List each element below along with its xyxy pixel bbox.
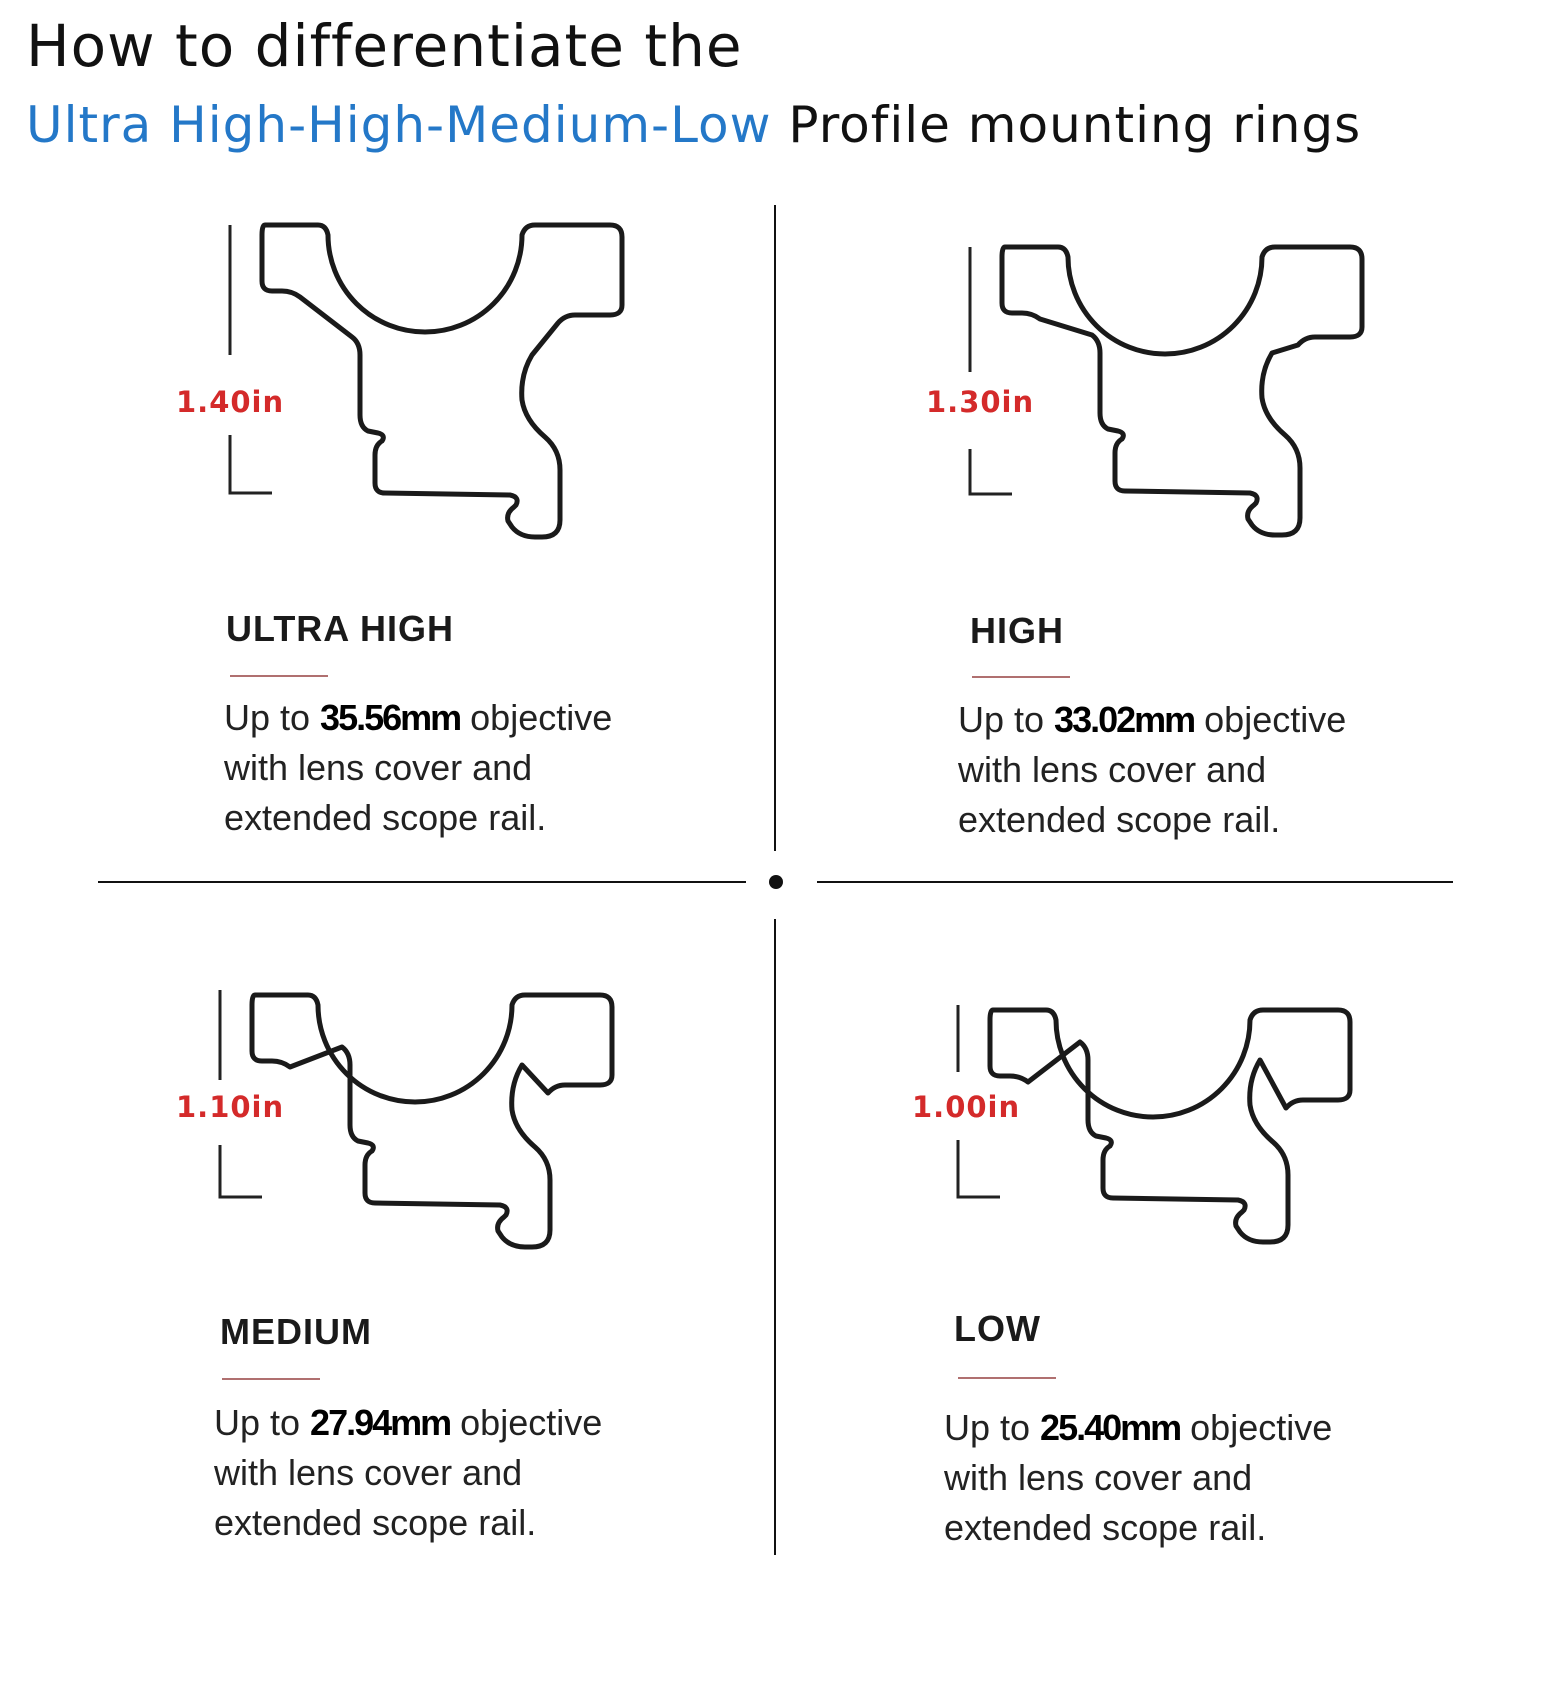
height-measurement: 1.00in	[912, 1090, 1021, 1124]
description-line-2: with lens cover and	[214, 1452, 523, 1493]
ring-outline	[987, 1007, 1353, 1245]
description-line-3: extended scope rail.	[224, 797, 547, 838]
profile-panel-low: 1.00in LOW Up to 25.40mm objective with …	[898, 1000, 1568, 1700]
description-line-1: Up to 35.56mm objective	[224, 697, 613, 738]
profile-name: MEDIUM	[220, 1311, 372, 1352]
vertical-divider-top	[774, 205, 776, 851]
page-subtitle: Ultra High-High-Medium-Low Profile mount…	[26, 96, 1361, 154]
center-dot	[769, 875, 783, 889]
description-line-2: with lens cover and	[224, 747, 533, 788]
objective-size: 27.94mm	[310, 1402, 452, 1443]
subtitle-rest: Profile mounting rings	[771, 96, 1362, 154]
description-line-3: extended scope rail.	[944, 1507, 1267, 1548]
mount-ring-profile-diagram	[228, 222, 625, 540]
name-underline	[958, 1377, 1056, 1379]
horizontal-divider-left	[98, 881, 746, 883]
profile-description: Up to 33.02mm objective with lens cover …	[958, 695, 1346, 845]
height-dimension-line-bottom	[956, 1140, 1000, 1199]
profile-description: Up to 25.40mm objective with lens cover …	[944, 1403, 1332, 1553]
objective-size: 33.02mm	[1054, 699, 1196, 740]
description-line-2: with lens cover and	[944, 1457, 1253, 1498]
height-dimension-line-bottom	[228, 435, 272, 495]
profile-description: Up to 27.94mm objective with lens cover …	[214, 1398, 602, 1548]
mount-ring-profile-diagram	[968, 244, 1365, 538]
profile-panel-medium: 1.10in MEDIUM Up to 27.94mm objective wi…	[160, 985, 860, 1685]
vertical-divider-bottom	[774, 919, 776, 1555]
objective-size: 25.40mm	[1040, 1407, 1182, 1448]
description-line-1: Up to 33.02mm objective	[958, 699, 1347, 740]
height-measurement: 1.30in	[926, 385, 1035, 419]
profile-name: ULTRA HIGH	[226, 608, 454, 649]
horizontal-divider-right	[817, 881, 1453, 883]
name-underline	[222, 1378, 320, 1380]
mount-ring-profile-diagram	[218, 990, 615, 1250]
height-measurement: 1.10in	[176, 1090, 285, 1124]
description-line-1: Up to 25.40mm objective	[944, 1407, 1333, 1448]
ring-outline	[249, 992, 615, 1250]
profile-panel-ultra-high: 1.40in ULTRA HIGH Up to 35.56mm objectiv…	[170, 215, 870, 915]
mount-ring-profile-diagram	[956, 1005, 1353, 1245]
profile-panel-high: 1.30in HIGH Up to 33.02mm objective with…	[910, 237, 1568, 937]
height-dimension-line-bottom	[968, 449, 1012, 496]
profile-name: HIGH	[970, 610, 1064, 651]
name-underline	[972, 676, 1070, 678]
description-line-3: extended scope rail.	[214, 1502, 537, 1543]
profile-description: Up to 35.56mm objective with lens cover …	[224, 693, 612, 843]
objective-size: 35.56mm	[320, 697, 462, 738]
description-line-2: with lens cover and	[958, 749, 1267, 790]
page-title: How to differentiate the	[26, 12, 743, 80]
ring-outline	[999, 244, 1365, 538]
profile-name: LOW	[954, 1308, 1041, 1349]
description-line-3: extended scope rail.	[958, 799, 1281, 840]
profile-range-highlight: Ultra High-High-Medium-Low	[26, 96, 772, 154]
name-underline	[230, 675, 328, 677]
description-line-1: Up to 27.94mm objective	[214, 1402, 603, 1443]
ring-outline	[259, 222, 625, 540]
height-measurement: 1.40in	[176, 385, 285, 419]
height-dimension-line-bottom	[218, 1145, 262, 1199]
